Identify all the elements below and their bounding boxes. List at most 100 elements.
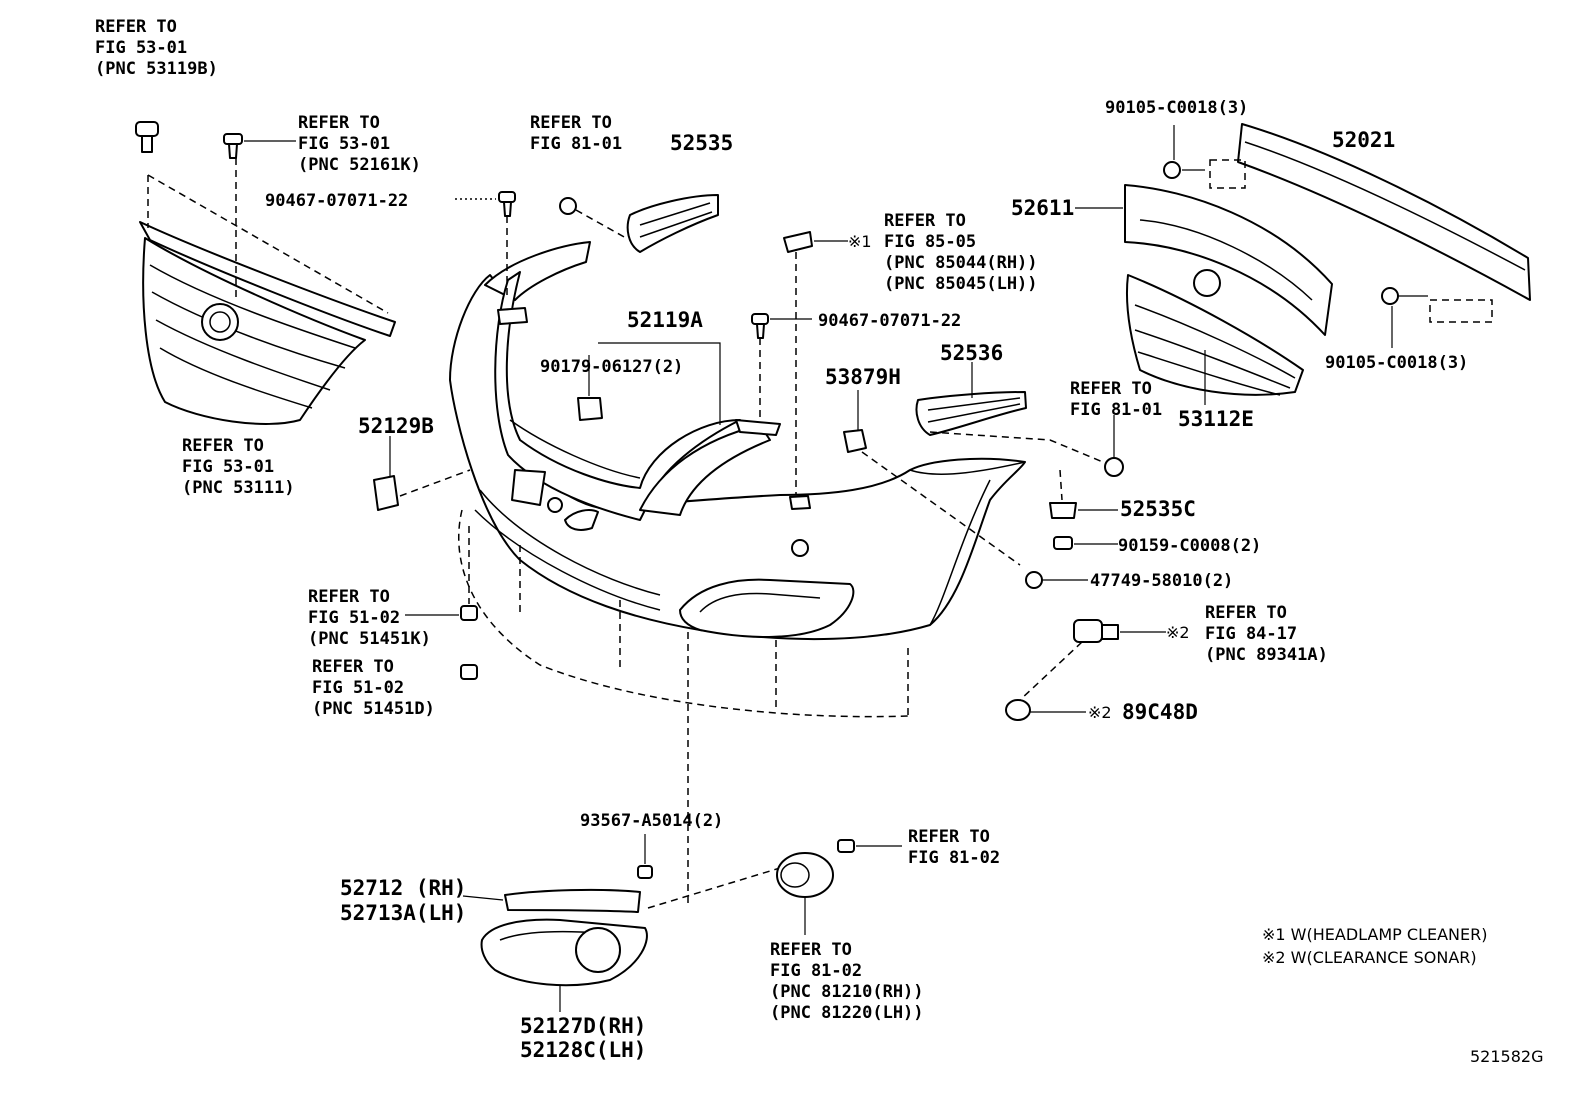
bolt-90159-icon — [1053, 536, 1118, 550]
label-sonar-ref: REFER TO FIG 84-17 (PNC 89341A) — [1205, 603, 1328, 665]
svg-text:REFER TO: REFER TO — [182, 436, 264, 456]
svg-text:FIG 53-01: FIG 53-01 — [95, 38, 187, 58]
label-52713A: 52713A(LH) — [340, 901, 466, 925]
svg-text:FIG 53-01: FIG 53-01 — [182, 457, 274, 477]
label-47749: 47749-58010(2) — [1090, 571, 1233, 591]
label-headlamp-cleaner: REFER TO FIG 85-05 (PNC 85044(RH)) (PNC … — [884, 211, 1038, 294]
fog-lamp-cover-52712 — [462, 888, 641, 913]
fog-leader-line-2 — [647, 867, 781, 909]
part-53879H-icon — [843, 390, 1021, 566]
label-90159: 90159-C0008(2) — [1118, 536, 1261, 556]
label-89C48D: 89C48D — [1122, 700, 1198, 724]
clip-51451K-icon — [405, 605, 478, 621]
label-52119A: 52119A — [627, 308, 703, 332]
clip-90179-icon — [577, 342, 721, 425]
bolt-90105-icon — [1381, 287, 1428, 348]
front-bumper-cover — [449, 241, 1026, 718]
mark-2b: ※2 — [1088, 703, 1112, 722]
bracket-52535-icon — [559, 194, 719, 253]
svg-text:REFER TO: REFER TO — [308, 587, 390, 607]
label-clip-top: REFER TO FIG 53-01 (PNC 52161K) — [298, 113, 421, 175]
label-52712: 52712 (RH) — [340, 876, 466, 900]
clip-47749-icon — [1025, 571, 1088, 589]
label-52611: 52611 — [1011, 196, 1074, 220]
cap-52129B-icon — [373, 436, 471, 511]
svg-text:(PNC 89341A): (PNC 89341A) — [1205, 645, 1328, 665]
svg-text:FIG 85-05: FIG 85-05 — [884, 232, 976, 252]
svg-text:FIG 53-01: FIG 53-01 — [298, 134, 390, 154]
svg-text:(PNC 53111): (PNC 53111) — [182, 478, 295, 498]
svg-text:REFER TO: REFER TO — [1070, 379, 1152, 399]
mark-1: ※1 — [848, 232, 872, 251]
sonar-sensor-icon — [1019, 619, 1166, 701]
svg-text:(PNC 81220(LH)): (PNC 81220(LH)) — [770, 1003, 924, 1023]
clip-51451D-icon — [460, 526, 478, 680]
label-53112E: 53112E — [1178, 407, 1254, 431]
svg-text:REFER TO: REFER TO — [298, 113, 380, 133]
label-fog-ref: REFER TO FIG 81-02 — [908, 827, 1000, 868]
svg-text:REFER TO: REFER TO — [1205, 603, 1287, 623]
bracket-52536-icon — [915, 362, 1111, 466]
label-93567: 93567-A5014(2) — [580, 811, 723, 831]
label-90105-b: 90105-C0018(3) — [1325, 353, 1468, 373]
svg-text:(PNC 85045(LH)): (PNC 85045(LH)) — [884, 274, 1038, 294]
svg-text:FIG 84-17: FIG 84-17 — [1205, 624, 1297, 644]
svg-text:REFER TO: REFER TO — [95, 17, 177, 37]
figure-id: 521582G — [1470, 1047, 1543, 1066]
screw-icon — [751, 313, 812, 420]
bolt-90105-icon — [1163, 125, 1205, 179]
label-53879H: 53879H — [825, 365, 901, 389]
mark-2a: ※2 — [1166, 623, 1190, 642]
svg-text:REFER TO: REFER TO — [770, 940, 852, 960]
retainer-52535C-icon — [1049, 469, 1118, 519]
label-90467-a: 90467-07071-22 — [265, 191, 408, 211]
lower-grille-53112E — [1125, 274, 1304, 405]
label-51451K: REFER TO FIG 51-02 (PNC 51451K) — [308, 587, 431, 649]
radiator-grille — [139, 158, 396, 425]
svg-text:REFER TO: REFER TO — [312, 657, 394, 677]
label-52128C: 52128C(LH) — [520, 1038, 646, 1062]
svg-text:(PNC 52161K): (PNC 52161K) — [298, 155, 421, 175]
svg-text:(PNC 51451D): (PNC 51451D) — [312, 699, 435, 719]
svg-text:REFER TO: REFER TO — [530, 113, 612, 133]
screw-93567-icon — [637, 834, 653, 879]
label-grille-top: REFER TO FIG 53-01 (PNC 53119B) — [95, 17, 218, 79]
svg-text:FIG 81-02: FIG 81-02 — [908, 848, 1000, 868]
svg-text:(PNC 81210(RH)): (PNC 81210(RH)) — [770, 982, 924, 1002]
fog-lamp-bezel-52127D — [480, 918, 648, 1012]
svg-text:(PNC 85044(RH)): (PNC 85044(RH)) — [884, 253, 1038, 273]
label-52127D: 52127D(RH) — [520, 1014, 646, 1038]
svg-text:(PNC 51451K): (PNC 51451K) — [308, 629, 431, 649]
legend-1: ※1 W(HEADLAMP CLEANER) — [1262, 925, 1487, 944]
grille-retainer-icon — [223, 133, 296, 159]
label-refer-81-01-right: REFER TO FIG 81-01 — [1070, 379, 1162, 420]
svg-text:REFER TO: REFER TO — [884, 211, 966, 231]
fog-lamp-unit-icon — [776, 839, 902, 935]
svg-text:REFER TO: REFER TO — [908, 827, 990, 847]
label-fog-ref-bottom: REFER TO FIG 81-02 (PNC 81210(RH)) (PNC … — [770, 940, 924, 1023]
sonar-retainer-89C48D-icon — [1005, 699, 1086, 721]
label-90105-a: 90105-C0018(3) — [1105, 98, 1248, 118]
label-90467-b: 90467-07071-22 — [818, 311, 961, 331]
headlamp-cleaner-cap-icon — [783, 231, 848, 495]
svg-text:FIG 51-02: FIG 51-02 — [308, 608, 400, 628]
screw-icon — [455, 191, 516, 300]
label-52129B: 52129B — [358, 414, 434, 438]
bumper-reinforcement-52021 — [1209, 123, 1531, 323]
svg-text:(PNC 53119B): (PNC 53119B) — [95, 59, 218, 79]
svg-text:FIG 81-02: FIG 81-02 — [770, 961, 862, 981]
label-51451D: REFER TO FIG 51-02 (PNC 51451D) — [312, 657, 435, 719]
clip-refer-81-01-icon — [1104, 415, 1124, 477]
svg-text:FIG 51-02: FIG 51-02 — [312, 678, 404, 698]
grille-clip-icon — [135, 121, 159, 153]
absorber-52611 — [1075, 184, 1333, 336]
label-grille-bottom: REFER TO FIG 53-01 (PNC 53111) — [182, 436, 295, 498]
label-52021: 52021 — [1332, 128, 1395, 152]
svg-text:FIG 81-01: FIG 81-01 — [530, 134, 622, 154]
label-52535C: 52535C — [1120, 497, 1196, 521]
label-90179: 90179-06127(2) — [540, 357, 683, 377]
legend-2: ※2 W(CLEARANCE SONAR) — [1262, 948, 1477, 967]
svg-text:FIG 81-01: FIG 81-01 — [1070, 400, 1162, 420]
label-52535: 52535 — [670, 131, 733, 155]
